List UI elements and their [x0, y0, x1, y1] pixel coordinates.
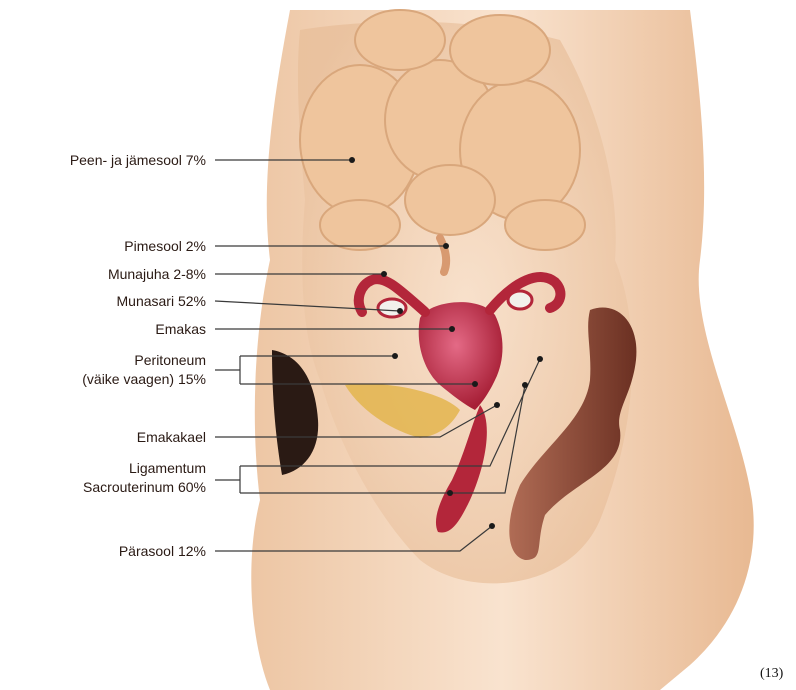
ovary-right-shape — [508, 291, 532, 309]
figure-number: (13) — [760, 666, 783, 682]
dot-ligament-mid — [447, 490, 453, 496]
dot-ovary — [397, 308, 403, 314]
ovary-left-shape — [378, 299, 406, 317]
dot-fallopian-tube — [381, 271, 387, 277]
label-ligament-line1: Ligamentum — [129, 460, 206, 477]
label-fallopian-tube: Munajuha 2-8% — [108, 266, 206, 283]
label-ligament-line2: Sacrouterinum 60% — [83, 479, 206, 496]
label-small-large-intestine: Peen- ja jämesool 7% — [70, 152, 206, 169]
label-ovary: Munasari 52% — [117, 293, 207, 310]
label-appendix: Pimesool 2% — [124, 238, 206, 255]
dot-appendix — [443, 243, 449, 249]
dot-ligament-bottom — [522, 382, 528, 388]
dot-small-large-intestine — [349, 157, 355, 163]
dot-rectum — [489, 523, 495, 529]
dot-ligament-top — [537, 356, 543, 362]
label-peritoneum-line1: Peritoneum — [134, 352, 206, 369]
label-cervix: Emakakael — [137, 429, 206, 446]
dot-peritoneum-bottom — [472, 381, 478, 387]
dot-uterus — [449, 326, 455, 332]
label-rectum: Pärasool 12% — [119, 543, 206, 560]
label-uterus: Emakas — [155, 321, 206, 338]
dot-peritoneum-top — [392, 353, 398, 359]
dot-cervix — [494, 402, 500, 408]
label-peritoneum-line2: (väike vaagen) 15% — [82, 371, 206, 388]
